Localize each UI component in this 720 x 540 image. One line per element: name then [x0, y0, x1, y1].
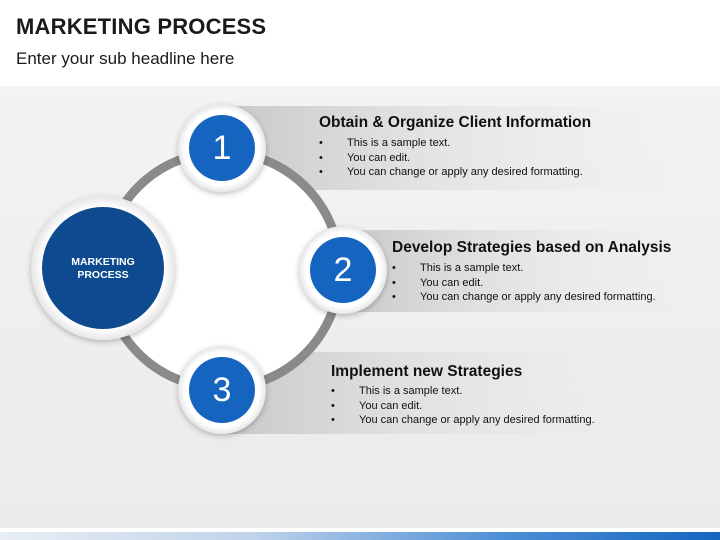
- step-3-title: Implement new Strategies: [331, 363, 523, 380]
- page-title: MARKETING PROCESS: [16, 14, 267, 39]
- center-circle: [42, 207, 164, 329]
- step-3-bullet: You can edit.: [331, 399, 595, 414]
- step-2-title: Develop Strategies based on Analysis: [392, 239, 672, 256]
- step-1-bullet: You can edit.: [319, 151, 583, 166]
- step-1-bullet: You can change or apply any desired form…: [319, 165, 583, 180]
- step-3-number: 3: [212, 371, 232, 409]
- center-label-line2: PROCESS: [77, 269, 129, 281]
- step-3-bullets: This is a sample text. You can edit. You…: [331, 384, 595, 428]
- center-label-line1: MARKETING: [71, 256, 135, 268]
- center-label: MARKETING PROCESS: [44, 256, 162, 282]
- step-3-circle: [189, 357, 255, 423]
- step-1-bullet: This is a sample text.: [319, 136, 583, 151]
- step-2-bullet: You can edit.: [392, 276, 656, 291]
- step-3-bullet: This is a sample text.: [331, 384, 595, 399]
- step-2-circle: [310, 237, 376, 303]
- footer-gradient-bar: [0, 532, 720, 540]
- step-1-title: Obtain & Organize Client Information: [319, 114, 592, 131]
- step-1-number: 1: [212, 129, 232, 167]
- step-2-bullet: This is a sample text.: [392, 261, 656, 276]
- step-3-bullet: You can change or apply any desired form…: [331, 413, 595, 428]
- page-subtitle: Enter your sub headline here: [16, 49, 235, 68]
- step-1-bullets: This is a sample text. You can edit. You…: [319, 136, 583, 180]
- step-2-number: 2: [333, 251, 353, 289]
- step-2-bullet: You can change or apply any desired form…: [392, 290, 656, 305]
- step-2-bullets: This is a sample text. You can edit. You…: [392, 261, 656, 305]
- step-1-circle: [189, 115, 255, 181]
